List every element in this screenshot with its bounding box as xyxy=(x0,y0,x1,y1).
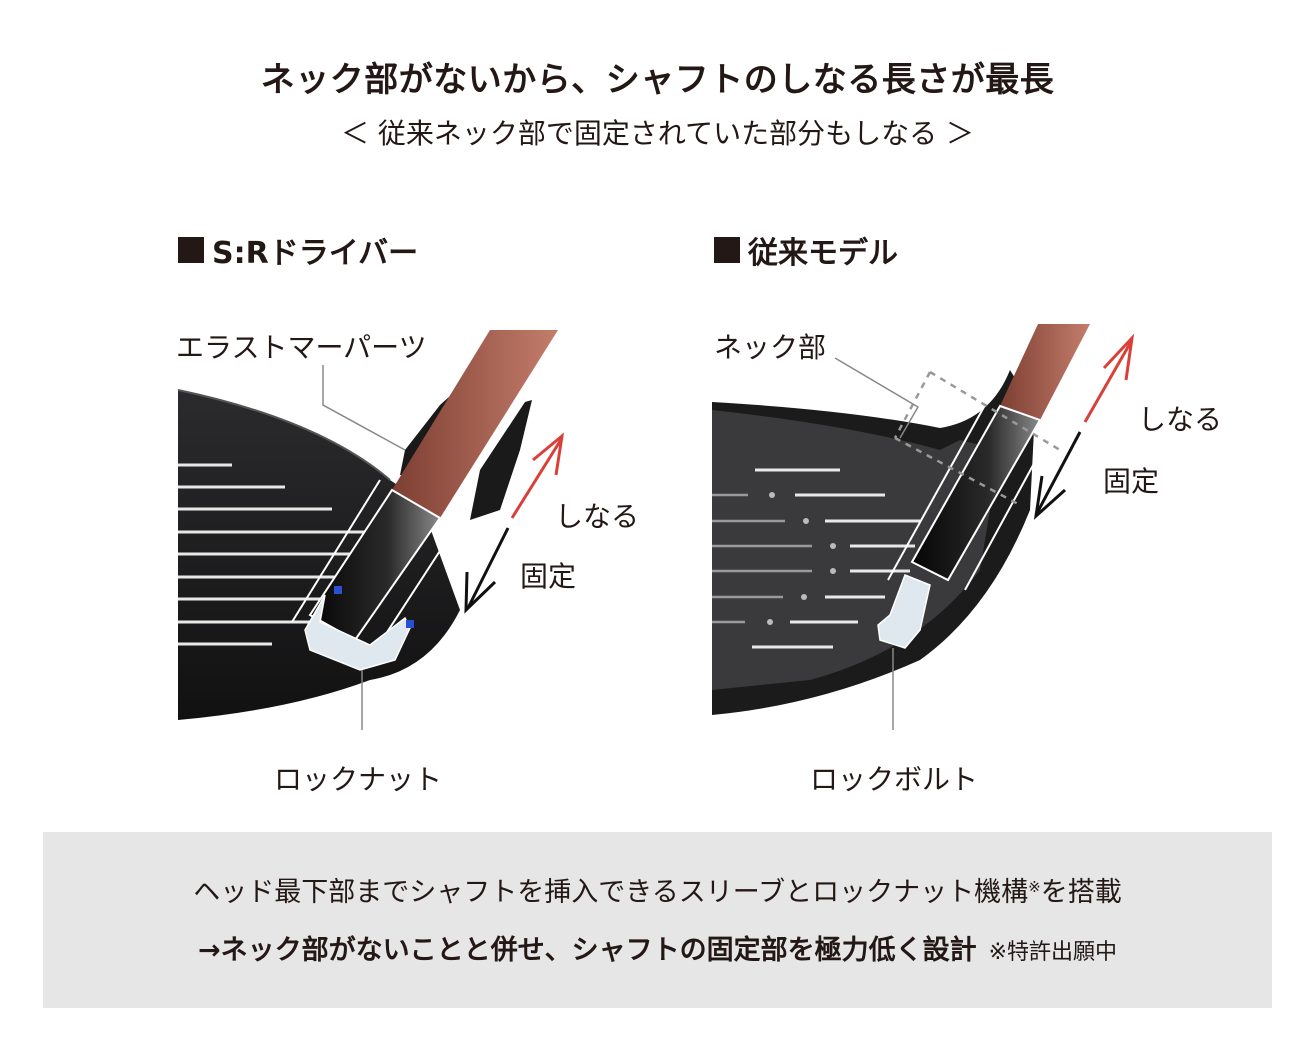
right-flex-label: しなる xyxy=(1138,403,1223,436)
main-title: ネック部がないから、シャフトのしなる長さが最長 xyxy=(260,60,1055,100)
right-fixed-label: 固定 xyxy=(1103,465,1160,498)
subtitle: ＜ 従来ネック部で固定されていた部分もしなる ＞ xyxy=(341,117,974,150)
conventional-model-illustration xyxy=(712,324,1135,730)
footnote-mark: ※ xyxy=(1028,878,1041,896)
fixed-arrow-icon xyxy=(1033,431,1082,520)
flex-arrow-icon xyxy=(1083,333,1135,423)
elastomer-callout: エラストマーパーツ xyxy=(176,331,427,364)
flex-arrow-icon xyxy=(510,432,565,519)
fixed-arrow-icon xyxy=(464,527,510,614)
square-bullet-icon xyxy=(714,237,740,263)
sr-driver-illustration xyxy=(177,330,565,730)
description-line-2: →ネック部がないことと併せ、シャフトの固定部を極力低く設計※特許出願中 xyxy=(197,935,1118,966)
neck-callout: ネック部 xyxy=(714,331,827,364)
left-fixed-label: 固定 xyxy=(520,560,577,593)
conventional-model-label: 従来モデル xyxy=(748,236,898,271)
conventional-model-heading: 従来モデル xyxy=(714,228,898,272)
left-flex-label: しなる xyxy=(555,500,640,533)
description-line-1: ヘッド最下部までシャフトを挿入できるスリーブとロックナット機構※を搭載 xyxy=(193,877,1122,908)
lock-bolt-callout: ロックボルト xyxy=(810,763,979,796)
sr-driver-heading: S:Rドライバー xyxy=(178,228,418,272)
sr-driver-label: S:Rドライバー xyxy=(212,236,419,271)
patent-pending-note: ※特許出願中 xyxy=(988,940,1118,965)
square-bullet-icon xyxy=(178,237,204,263)
description-box: ヘッド最下部までシャフトを挿入できるスリーブとロックナット機構※を搭載 →ネック… xyxy=(43,832,1272,1008)
lock-nut-callout: ロックナット xyxy=(274,763,443,796)
